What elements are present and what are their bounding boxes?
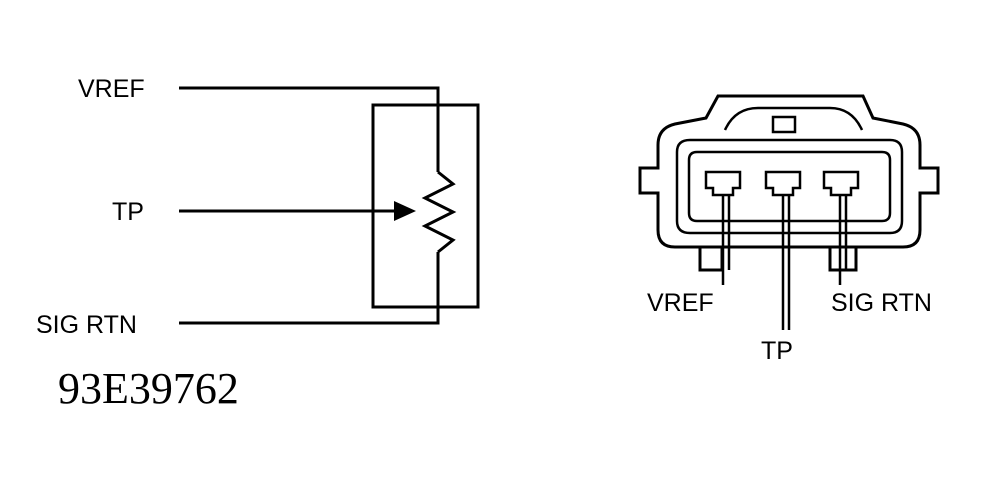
latch-nub [771,115,797,134]
schematic-vref-label: VREF [78,75,145,103]
connector-face-view: VREF TP SIG RTN [638,94,940,365]
terminal-sig-rtn [822,170,860,197]
connector-outer-shell [638,94,940,249]
terminal-vref [704,170,742,197]
connector-latch [723,106,864,131]
wiper-arrowhead [394,201,416,221]
left-mounting-ear [698,247,724,272]
connector-inner-wall [687,150,892,223]
connector-vref-label: VREF [647,289,714,317]
resistor-zigzag [421,170,457,254]
schematic-tp-label: TP [112,198,144,226]
connector-inner-cavity [675,138,904,235]
terminal-tp [764,170,802,197]
potentiometer-schematic: VREF TP SIG RTN [36,75,480,339]
figure-code: 93E39762 [58,364,239,413]
sensor-housing-box [371,103,480,309]
vref-wire [179,86,440,172]
connector-tp-label: TP [761,337,793,365]
right-mounting-ear [828,247,858,272]
connector-sig-rtn-label: SIG RTN [831,289,932,317]
sig-rtn-wire [179,252,440,325]
schematic-sig-rtn-label: SIG RTN [36,311,137,339]
